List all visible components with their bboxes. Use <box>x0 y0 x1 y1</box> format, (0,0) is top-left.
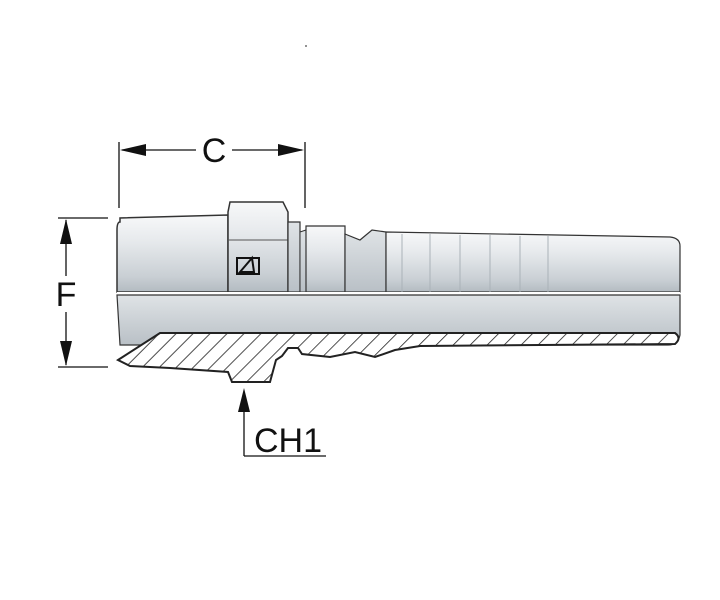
dimension-c-label: C <box>202 132 227 170</box>
dimension-ch1: CH1 <box>238 388 326 460</box>
fitting-external-view <box>116 201 681 295</box>
dimension-f-label: F <box>56 276 77 314</box>
dimension-c: C <box>118 132 306 208</box>
dimension-ch1-label: CH1 <box>254 422 322 460</box>
section-hatch <box>115 332 680 383</box>
company-logo-icon <box>236 255 260 275</box>
dimension-f: F <box>56 217 108 368</box>
fitting-section-view <box>115 294 681 383</box>
